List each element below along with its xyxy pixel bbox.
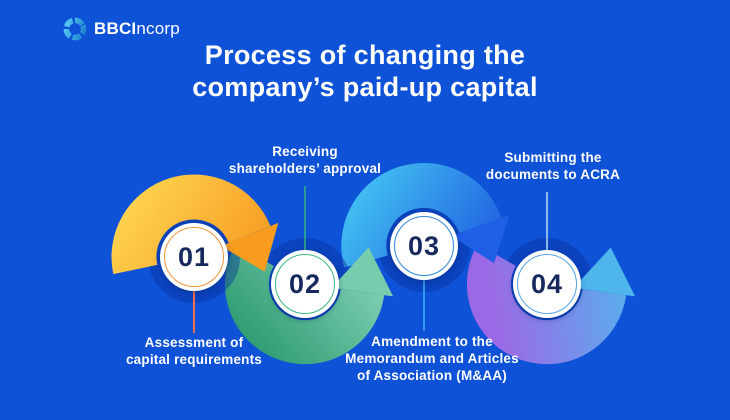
step-2-number: 02 xyxy=(288,268,322,299)
brand-name-bold: BBCI xyxy=(94,19,137,38)
step-1-number: 01 xyxy=(177,241,211,272)
step-2-label: Receiving shareholders’ approval xyxy=(195,143,415,177)
step-3-label-line3: of Association (M&AA) xyxy=(357,368,507,383)
step-3-label: Amendment to the Memorandum and Articles… xyxy=(312,333,552,384)
step-4-number: 04 xyxy=(530,268,564,299)
step-3-ring xyxy=(394,216,454,276)
step-3-label-line2: Memorandum and Articles xyxy=(345,351,519,366)
brand-logo: BBCIncorp xyxy=(62,16,180,42)
page-title-line1: Process of changing the xyxy=(204,40,526,70)
step-3-label-line1: Amendment to the xyxy=(371,334,493,349)
step-4-badge: 04 xyxy=(513,250,581,318)
step-1-label-line1: Assessment of xyxy=(144,335,244,350)
step-3-arrowhead xyxy=(451,214,510,264)
step-4-label-line1: Submitting the xyxy=(504,150,602,165)
step-1-label-line2: capital requirements xyxy=(125,352,263,367)
step-2-label-line2: shareholders’ approval xyxy=(228,161,382,176)
step-2-label-line1: Receiving xyxy=(272,144,338,159)
step-3-badge: 03 xyxy=(390,212,458,280)
step-2-ring xyxy=(275,254,335,314)
step-2-arrowhead xyxy=(331,247,394,297)
step-4-ring xyxy=(517,254,577,314)
page-title: Process of changing the company’s paid-u… xyxy=(0,40,730,104)
brand-name-light: ncorp xyxy=(136,19,180,38)
step-4-label: Submitting the documents to ACRA xyxy=(443,149,663,183)
step-1-ring xyxy=(164,227,224,287)
swirl-logo-icon xyxy=(63,17,87,41)
step-1-arrowhead xyxy=(220,222,279,272)
brand-name: BBCIncorp xyxy=(94,19,180,39)
step-2-badge: 02 xyxy=(271,250,339,318)
page-title-line2: company’s paid-up capital xyxy=(192,71,538,102)
step-3-number: 03 xyxy=(407,230,441,261)
step-1-badge: 01 xyxy=(160,223,228,291)
step-1-label: Assessment of capital requirements xyxy=(84,334,304,368)
step-4-label-line2: documents to ACRA xyxy=(485,167,621,182)
step-4-arrowhead xyxy=(573,247,636,297)
